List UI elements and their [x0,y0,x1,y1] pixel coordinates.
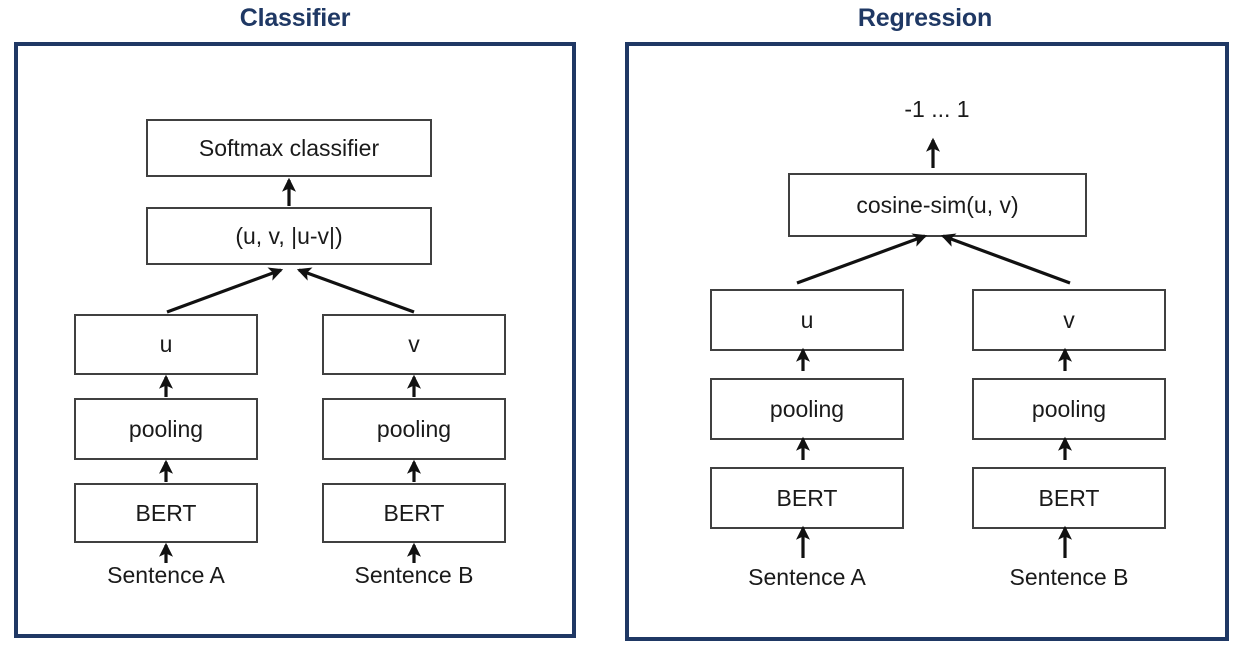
node-embedding-u: u [74,314,258,375]
panel-regression: -1 ... 1 cosine-sim(u, v) u v pooling po… [625,42,1229,641]
node-pooling-right: pooling [972,378,1166,440]
node-bert-left: BERT [74,483,258,543]
panel-title-regression: Regression [857,4,993,32]
panel-title-classifier: Classifier [239,4,351,32]
node-bert-right: BERT [322,483,506,543]
label-input-sentence-a: Sentence A [748,564,866,590]
panel-classifier: Softmax classifier (u, v, |u-v|) u v poo… [14,42,576,638]
node-pooling-left: pooling [710,378,904,440]
node-softmax-classifier: Softmax classifier [146,119,432,177]
node-embedding-u: u [710,289,904,351]
label-input-sentence-a: Sentence A [107,562,225,588]
node-embedding-v: v [972,289,1166,351]
label-input-sentence-b: Sentence B [1009,564,1129,590]
node-bert-left: BERT [710,467,904,529]
node-pooling-left: pooling [74,398,258,460]
node-pooling-right: pooling [322,398,506,460]
node-bert-right: BERT [972,467,1166,529]
label-input-sentence-b: Sentence B [354,562,474,588]
node-embedding-v: v [322,314,506,375]
label-output-range: -1 ... 1 [904,96,970,122]
node-concat-features: (u, v, |u-v|) [146,207,432,265]
node-cosine-similarity: cosine-sim(u, v) [788,173,1087,237]
